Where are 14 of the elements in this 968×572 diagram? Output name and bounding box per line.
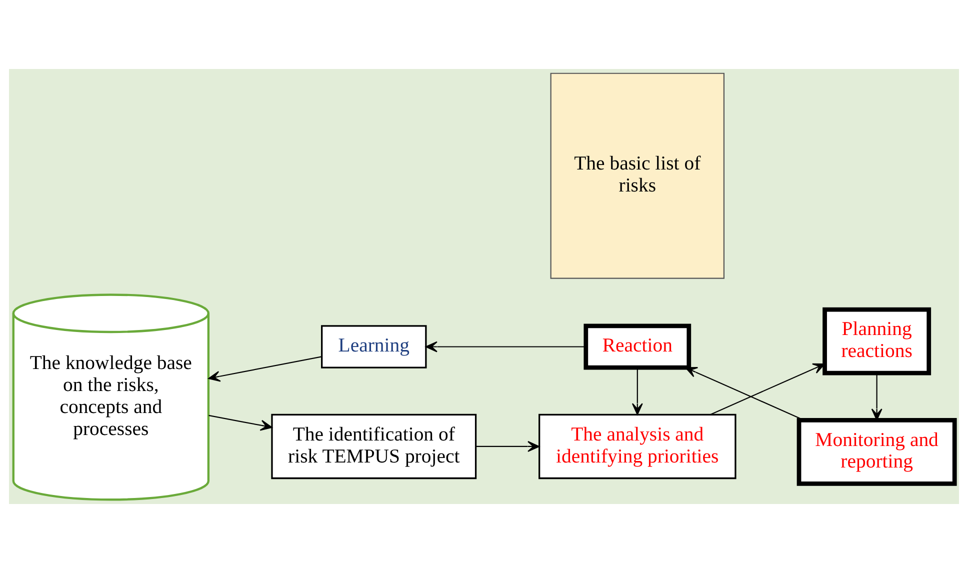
arrow: [632, 367, 643, 415]
node-box: Learning: [321, 324, 427, 368]
arrow: [208, 356, 322, 382]
arrow: [425, 340, 586, 352]
arrow: [208, 414, 272, 430]
node-box: Planning reactions: [822, 306, 932, 375]
arrow: [710, 362, 826, 415]
node-box: The basic list of risks: [550, 72, 724, 278]
node-box: The analysis and identifying priorities: [538, 413, 736, 479]
arrow: [871, 372, 882, 420]
arrow: [476, 440, 540, 452]
node-box: Reaction: [584, 323, 692, 370]
node-box: The identification of risk TEMPUS project: [271, 413, 477, 479]
node-box: Monitoring and reporting: [796, 417, 957, 486]
